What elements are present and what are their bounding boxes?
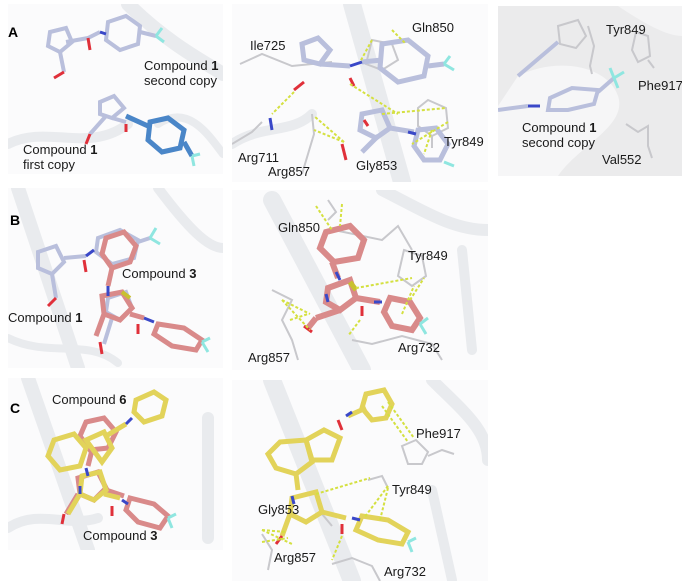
residue-label-ile725: Ile725 <box>250 38 286 53</box>
label-compound3: Compound 3 <box>83 528 158 543</box>
panel-letter-b: B <box>10 212 21 228</box>
molecule-render <box>8 378 214 550</box>
panel-b-overlay: B Compound 3 Compound 1 <box>8 188 223 368</box>
label-compound1: Compound 1 <box>8 310 83 325</box>
panel-a-surface: Tyr849 Phe917 Val552 Compound 1 second c… <box>498 6 682 176</box>
molecule-render <box>8 4 223 167</box>
residue-label-phe917: Phe917 <box>638 78 682 93</box>
label-compound1-second-copy: Compound 1 second copy <box>144 58 219 88</box>
panel-b-interactions: Gln850 Tyr849 Arg857 Arg732 <box>232 190 488 370</box>
molecule-render <box>498 6 682 176</box>
residue-label-arg857: Arg857 <box>268 164 310 179</box>
label-compound1-first-copy: Compound 1 first copy <box>23 142 98 172</box>
panel-c-interactions: Phe917 Tyr849 Gly853 Arg857 Arg732 <box>232 380 488 581</box>
residue-label-arg857: Arg857 <box>274 550 316 565</box>
label-compound3: Compound 3 <box>122 266 197 281</box>
residue-label-gln850: Gln850 <box>412 20 454 35</box>
residue-label-arg711: Arg711 <box>238 150 279 165</box>
molecule-render <box>263 190 488 370</box>
residue-label-tyr849: Tyr849 <box>408 248 448 263</box>
panel-a-interactions: Ile725 Gln850 Arg711 Arg857 Gly853 Tyr84… <box>232 4 488 182</box>
residue-label-arg857: Arg857 <box>248 350 290 365</box>
residue-label-phe917: Phe917 <box>416 426 461 441</box>
residue-label-val552: Val552 <box>602 152 642 167</box>
residue-label-arg732: Arg732 <box>398 340 440 355</box>
panel-letter-a: A <box>8 24 19 40</box>
molecule-render <box>232 4 455 182</box>
label-compound1-second-copy: Compound 1 second copy <box>522 120 597 150</box>
panel-letter-c: C <box>10 400 21 416</box>
residue-label-tyr849: Tyr849 <box>606 22 646 37</box>
molecule-render <box>261 380 488 581</box>
residue-label-gln850: Gln850 <box>278 220 320 235</box>
panel-a-overview: A Compound 1 second copy Compound 1 firs… <box>8 4 223 174</box>
molecule-render <box>8 188 223 368</box>
residue-label-tyr849: Tyr849 <box>392 482 432 497</box>
residue-label-tyr849: Tyr849 <box>444 134 484 149</box>
residue-label-gly853: Gly853 <box>258 502 300 517</box>
label-compound6: Compound 6 <box>52 392 127 407</box>
panel-c-overlay: C Compound 6 Compound 3 <box>8 378 223 550</box>
residue-label-gly853: Gly853 <box>356 158 398 173</box>
residue-label-arg732: Arg732 <box>384 564 426 579</box>
